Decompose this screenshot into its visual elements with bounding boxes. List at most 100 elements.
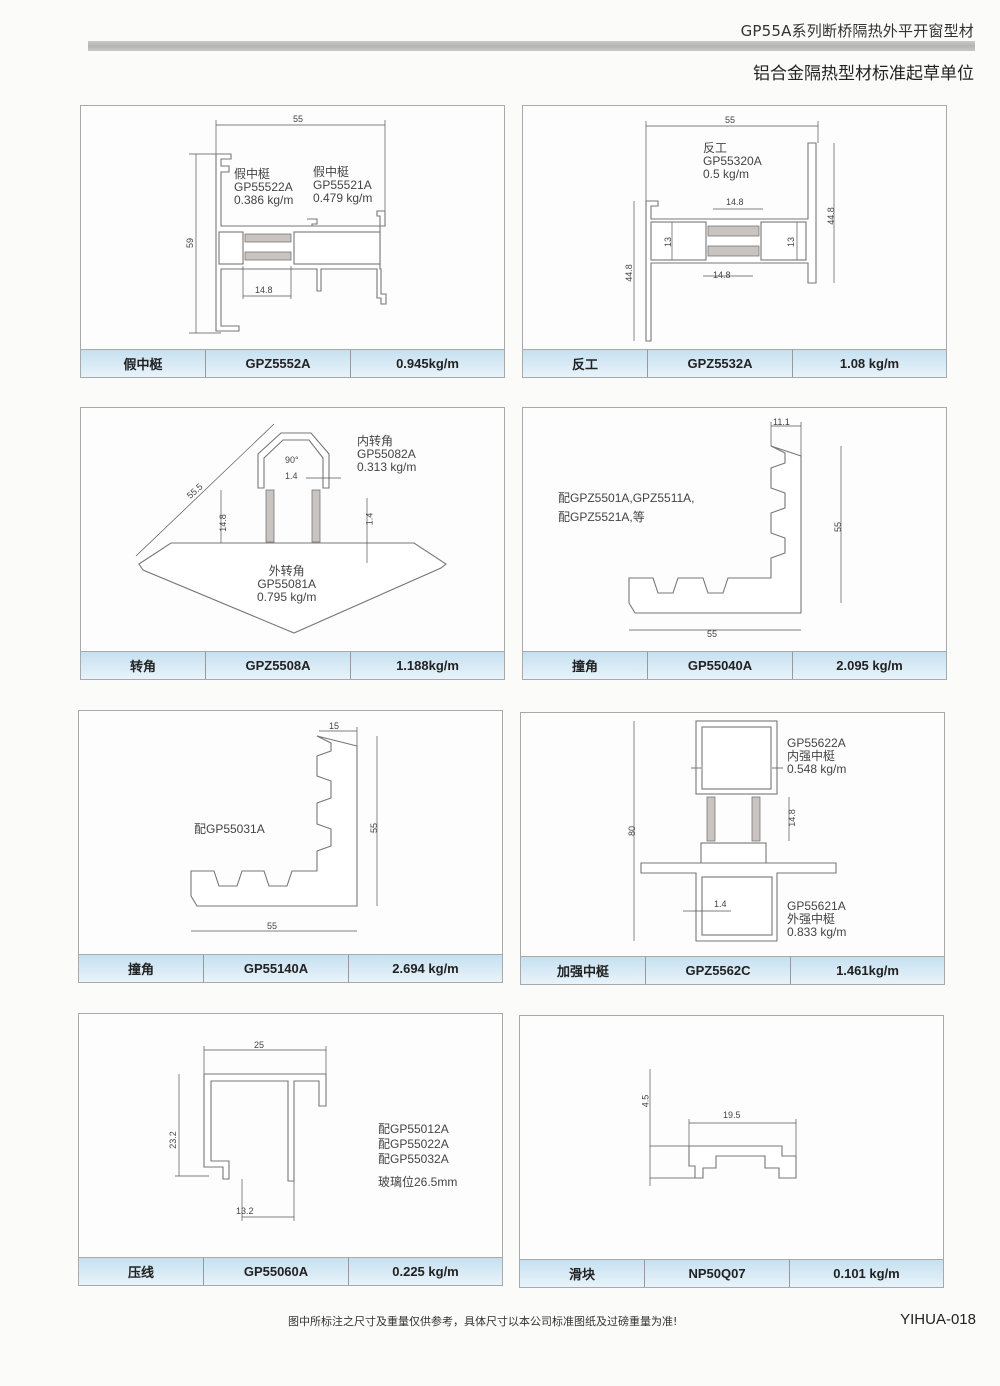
product-model: GPZ5552A: [206, 350, 351, 377]
product-weight: 1.188kg/m: [396, 658, 459, 673]
profile-panel-gpz5562c: 80 14.8 1.4 GP55622A 内强中梃 0.548 kg/m GP5…: [520, 712, 945, 985]
dimension-label: 1.4: [714, 899, 727, 909]
profile-drawing: [189, 120, 387, 334]
profile-panel-gp55060a: 25 23.2 13.2 配GP55012A 配GP55022A 配GP5503…: [78, 1013, 503, 1286]
note-line: 配GP55012A: [378, 1122, 449, 1136]
part-annotation: 反工 GP55320A 0.5 kg/m: [703, 142, 762, 181]
dimension-label: 14.8: [217, 514, 228, 532]
profile-drawing: [175, 1046, 327, 1221]
profile-drawing: [649, 1069, 797, 1186]
product-model: GP55040A: [648, 652, 793, 679]
dimension-label: 44.8: [623, 264, 634, 282]
part-code: GP55621A: [787, 899, 846, 913]
product-weight: 2.095 kg/m: [836, 658, 903, 673]
dimension-label: 55: [267, 921, 278, 931]
dimension-label: 19.5: [723, 1110, 741, 1120]
profile-panel-gpz5532a: 55 14.8 13 13 14.8 44.8 44.8 反工 GP55320A…: [522, 105, 947, 378]
product-name: 加强中梃: [521, 957, 646, 984]
dimension-label: 14.8: [786, 809, 797, 827]
part-name: 外强中梃: [787, 912, 836, 926]
dimension-label: 13: [786, 236, 797, 248]
dimension-label: 55: [293, 114, 304, 124]
product-weight: 0.945kg/m: [396, 356, 459, 371]
dimension-label: 44.8: [825, 207, 836, 225]
part-code: GP55521A: [313, 178, 372, 192]
profile-panel-gpz5552a: 55 59 14.8 假中梃 GP55522A 0.386 kg/m 假中梃 G…: [80, 105, 505, 378]
part-annotation: 内转角 GP55082A 0.313 kg/m: [357, 435, 416, 474]
dimension-label: 13.2: [236, 1206, 254, 1216]
part-name: 内转角: [357, 434, 394, 448]
product-model: GPZ5508A: [206, 652, 351, 679]
dimension-label: 23.2: [167, 1131, 178, 1149]
product-model: GP55060A: [204, 1258, 349, 1285]
product-name: 压线: [79, 1258, 204, 1285]
spec-row: 假中梃 GPZ5552A 0.945kg/m: [81, 349, 504, 377]
part-weight: 0.833 kg/m: [787, 925, 847, 939]
part-annotation: 假中梃 GP55522A 0.386 kg/m: [234, 168, 293, 207]
part-weight: 0.795 kg/m: [257, 590, 317, 604]
part-weight: 0.548 kg/m: [787, 762, 847, 776]
product-weight: 0.225 kg/m: [392, 1264, 459, 1279]
product-weight: 1.08 kg/m: [839, 356, 900, 371]
product-name: 转角: [81, 652, 206, 679]
note-line: 配GPZ5521A,等: [558, 510, 645, 524]
spec-row: 反工 GPZ5532A 1.08 kg/m: [523, 349, 946, 377]
dimension-label: 55: [833, 521, 844, 533]
disclaimer-note: 图中所标注之尺寸及重量仅供参考，具体尺寸以本公司标准图纸及过磅重量为准!: [288, 1315, 678, 1328]
part-annotation: 假中梃 GP55521A 0.479 kg/m: [313, 166, 372, 205]
dimension-label: 4.5: [640, 1094, 651, 1108]
dimension-label: 11.1: [773, 417, 790, 427]
part-code: GP55320A: [703, 154, 762, 168]
spec-row: 压线 GP55060A 0.225 kg/m: [79, 1257, 502, 1285]
product-weight: 1.461kg/m: [836, 963, 899, 978]
part-annotation: GP55621A 外强中梃 0.833 kg/m: [787, 900, 846, 939]
compatibility-note: 配GPZ5501A,GPZ5511A, 配GPZ5521A,等: [558, 489, 695, 527]
product-weight: 0.101 kg/m: [833, 1266, 900, 1281]
dimension-label: 80: [627, 825, 638, 837]
note-line: 配GP55031A: [194, 822, 265, 836]
part-weight: 0.386 kg/m: [234, 193, 294, 207]
spec-row: 加强中梃 GPZ5562C 1.461kg/m: [521, 956, 944, 984]
part-code: GP55081A: [257, 577, 317, 591]
dimension-label: 14.8: [713, 270, 731, 280]
note-line: 配GP55032A: [378, 1152, 449, 1166]
header-divider: [88, 41, 975, 51]
product-name: 撞角: [523, 652, 648, 679]
spec-row: 转角 GPZ5508A 1.188kg/m: [81, 651, 504, 679]
profile-drawing: [633, 720, 837, 942]
dimension-label: 14.8: [726, 197, 744, 207]
dimension-label: 1.4: [364, 512, 375, 526]
profile-panel-gpz5508a: 55.5 90° 1.4 14.8 1.4 内转角 GP55082A 0.313…: [80, 407, 505, 680]
product-name: 反工: [523, 350, 648, 377]
spec-row: 滑块 NP50Q07 0.101 kg/m: [520, 1259, 943, 1287]
page-id: YIHUA-018: [900, 1311, 976, 1328]
dimension-label: 59: [185, 237, 196, 249]
dimension-label: 13: [663, 236, 674, 248]
dimension-label: 55: [725, 115, 736, 125]
dimension-label: 90°: [285, 455, 299, 465]
part-name: 反工: [703, 141, 728, 155]
part-name: 外转角: [268, 564, 305, 578]
part-code: GP55522A: [234, 180, 293, 194]
spec-row: 撞角 GP55140A 2.694 kg/m: [79, 954, 502, 982]
profile-drawing: [135, 423, 447, 634]
product-model: NP50Q07: [645, 1260, 790, 1287]
part-code: GP55622A: [787, 736, 846, 750]
glass-position-note: 玻璃位26.5mm: [378, 1175, 458, 1189]
dimension-label: 15: [329, 721, 340, 731]
header-title: GP55A系列断桥隔热外平开窗型材: [740, 22, 974, 40]
dimension-label: 55: [369, 822, 380, 834]
compatibility-note: 配GP55012A 配GP55022A 配GP55032A 玻璃位26.5mm: [378, 1122, 457, 1190]
part-name: 假中梃: [234, 167, 271, 181]
product-name: 撞角: [79, 955, 204, 982]
spec-row: 撞角 GP55040A 2.095 kg/m: [523, 651, 946, 679]
profile-panel-gp55040a: 11.1 55 55 配GPZ5501A,GPZ5511A, 配GPZ5521A…: [522, 407, 947, 680]
product-weight: 2.694 kg/m: [392, 961, 459, 976]
product-name: 假中梃: [81, 350, 206, 377]
product-model: GPZ5532A: [648, 350, 793, 377]
note-line: 配GP55022A: [378, 1137, 449, 1151]
part-weight: 0.313 kg/m: [357, 460, 417, 474]
product-model: GPZ5562C: [646, 957, 791, 984]
dimension-label: 55: [707, 629, 718, 639]
dimension-label: 1.4: [285, 471, 298, 481]
